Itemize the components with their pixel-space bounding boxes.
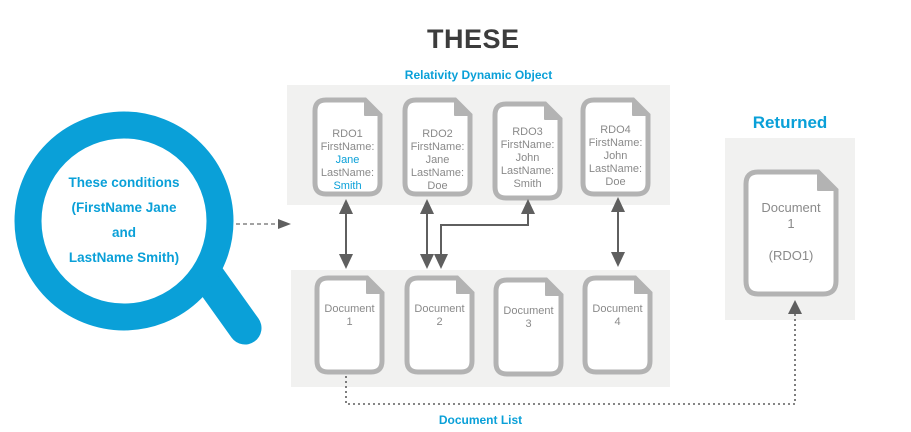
document-section-label: Document List — [438, 413, 523, 427]
rdo-card-4[interactable]: RDO4 FirstName: John LastName: Doe — [580, 97, 651, 197]
rdo-firstname-label: FirstName: — [500, 139, 555, 151]
document-number: 3 — [525, 318, 532, 330]
rdo-firstname-value: Jane — [425, 154, 450, 166]
link-rdo2-doc2 — [420, 199, 434, 269]
returned-document-number: 1 — [787, 216, 795, 231]
returned-document-name: Document — [761, 200, 821, 215]
rdo-card-3[interactable]: RDO3 FirstName: John LastName: Smith — [492, 101, 563, 201]
document-icon — [580, 97, 651, 197]
document-icon — [493, 277, 564, 377]
search-line-1: These conditions — [68, 175, 180, 190]
returned-label: Returned — [752, 113, 828, 132]
search-arrowhead — [278, 219, 291, 229]
rdo-lastname-value: Doe — [605, 176, 626, 188]
rdo-section-label: Relativity Dynamic Object — [404, 68, 553, 82]
link-rdo4-doc4 — [611, 197, 625, 267]
rdo-card-1[interactable]: RDO1 FirstName: Jane LastName: Smith — [312, 97, 383, 197]
rdo-id: RDO1 — [332, 128, 363, 140]
rdo-firstname-value: John — [515, 152, 540, 164]
search-line-4: LastName Smith) — [68, 250, 180, 265]
returned-document-ref: (RDO1) — [768, 248, 814, 263]
search-line-2: (FirstName Jane — [71, 200, 177, 215]
document-name: Document — [592, 303, 643, 315]
document-name: Document — [414, 303, 465, 315]
rdo-lastname-value: Smith — [513, 178, 542, 190]
rdo-firstname-value: Jane — [335, 154, 360, 166]
rdo-lastname-label: LastName: — [500, 165, 555, 177]
result-path — [345, 314, 796, 405]
document-icon — [312, 97, 383, 197]
document-card-1[interactable]: Document 1 — [314, 275, 385, 375]
document-icon — [402, 97, 473, 197]
document-number: 1 — [346, 316, 353, 328]
rdo-firstname-label: FirstName: — [588, 137, 643, 149]
rdo-lastname-value: Doe — [427, 180, 448, 192]
diagram-title: THESE — [427, 24, 520, 54]
document-card-3[interactable]: Document 3 — [493, 277, 564, 377]
result-arrowhead — [788, 300, 802, 314]
document-icon — [492, 101, 563, 201]
rdo-id: RDO3 — [512, 126, 543, 138]
search-line-3: and — [111, 225, 136, 240]
rdo-id: RDO4 — [600, 124, 631, 136]
rdo-firstname-label: FirstName: — [320, 141, 375, 153]
rdo-lastname-value: Smith — [333, 180, 362, 192]
document-number: 4 — [614, 316, 621, 328]
document-icon — [582, 275, 653, 375]
document-icon — [743, 169, 839, 297]
document-number: 2 — [436, 316, 443, 328]
document-name: Document — [503, 305, 554, 317]
rdo-card-2[interactable]: RDO2 FirstName: Jane LastName: Doe — [402, 97, 473, 197]
link-rdo3-doc2 — [434, 199, 535, 269]
rdo-firstname-label: FirstName: — [410, 141, 465, 153]
rdo-lastname-label: LastName: — [320, 167, 375, 179]
returned-document-card[interactable]: Document 1 (RDO1) — [743, 169, 839, 297]
rdo-firstname-value: John — [603, 150, 628, 162]
rdo-id: RDO2 — [422, 128, 453, 140]
document-icon — [314, 275, 385, 375]
document-card-4[interactable]: Document 4 — [582, 275, 653, 375]
document-name: Document — [324, 303, 375, 315]
rdo-lastname-label: LastName: — [410, 167, 465, 179]
search-conditions: These conditions (FirstName Jane and Las… — [40, 170, 208, 270]
document-icon — [404, 275, 475, 375]
document-card-2[interactable]: Document 2 — [404, 275, 475, 375]
magnifier-icon — [14, 111, 262, 345]
link-rdo1-doc1 — [339, 199, 353, 269]
rdo-lastname-label: LastName: — [588, 163, 643, 175]
